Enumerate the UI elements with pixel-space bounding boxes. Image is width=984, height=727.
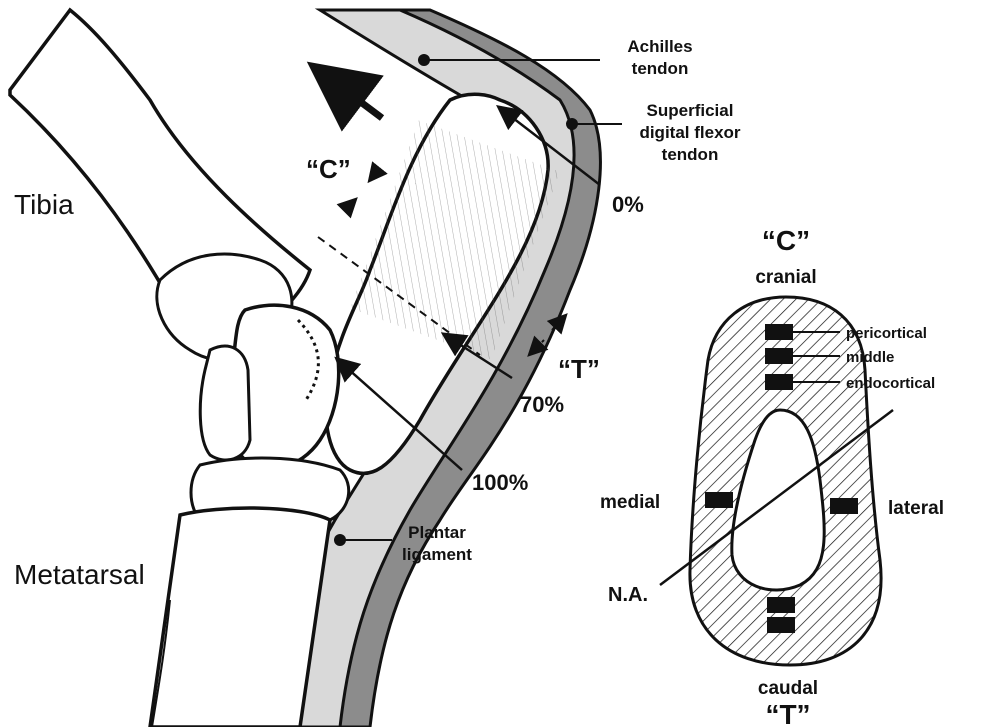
gauge-lateral: [830, 498, 858, 514]
plantar-label-2: ligament: [402, 545, 472, 564]
c-compression-arrow-in: [370, 170, 378, 180]
central-tarsal-bone: [200, 346, 250, 460]
pct-0-label: 0%: [612, 192, 644, 217]
sdft-label-2: digital flexor: [639, 123, 740, 142]
gauge-pericortical: [765, 324, 793, 340]
gauge-caudal-1: [767, 597, 795, 613]
metatarsal-label: Metatarsal: [14, 559, 145, 590]
section-bottom-quote: “T”: [765, 699, 810, 727]
middle-label: middle: [846, 349, 894, 366]
metatarsal-bone: [150, 508, 330, 727]
gauge-endocortical: [765, 374, 793, 390]
endocortical-label: endocortical: [846, 375, 935, 392]
pct-100-label: 100%: [472, 470, 528, 495]
pericortical-label: pericortical: [846, 325, 927, 342]
caudal-label: caudal: [758, 678, 818, 699]
achilles-label-2: tendon: [632, 59, 689, 78]
pct-70-label: 70%: [520, 392, 564, 417]
sdft-label-1: Superficial: [647, 101, 734, 120]
cranial-label: cranial: [755, 267, 816, 288]
na-label: N.A.: [608, 584, 648, 606]
t-quote-label: “T”: [558, 354, 600, 384]
plantar-label-1: Plantar: [408, 523, 466, 542]
medial-label: medial: [600, 492, 660, 513]
gauge-middle: [765, 348, 793, 364]
lateral-label: lateral: [888, 498, 944, 519]
gauge-caudal-2: [767, 617, 795, 633]
c-quote-label: “C”: [306, 154, 351, 184]
section-top-quote: “C”: [762, 225, 810, 256]
gauge-medial: [705, 492, 733, 508]
direction-arrow: [318, 70, 382, 118]
c-compression-arrow-out: [345, 200, 355, 210]
tibia-label: Tibia: [14, 189, 74, 220]
sdft-label-3: tendon: [662, 145, 719, 164]
achilles-label-1: Achilles: [627, 37, 692, 56]
